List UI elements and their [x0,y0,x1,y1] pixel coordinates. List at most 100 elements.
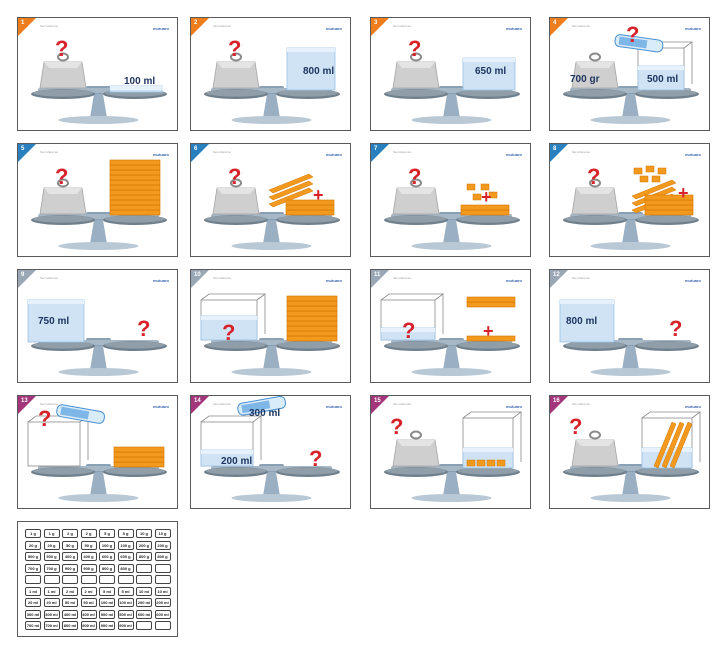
cutout-label[interactable]: 10 g [154,529,171,538]
cutout-label[interactable] [154,575,171,584]
cutout-label[interactable]: 10 ml [154,586,171,596]
cutout-label[interactable] [154,621,171,630]
cutout-label[interactable]: 1 g [43,529,60,538]
cutout-label[interactable] [99,575,115,584]
card-caption: Set reference [40,150,59,154]
cutout-label[interactable]: 50 g [62,540,78,550]
cutout-label[interactable]: 200 ml [154,598,171,607]
brand-logo: mutuaro [506,26,522,31]
cutout-label[interactable]: 600 ml [136,609,152,619]
cutout-label[interactable]: 900 g [62,563,78,573]
cutout-label[interactable]: 500 ml [99,609,115,619]
cutout-label[interactable]: 900 ml [99,621,115,630]
cutout-label[interactable]: 700 ml [25,621,41,630]
cutout-label[interactable]: 300 ml [25,609,41,619]
cutout-label[interactable] [136,575,152,584]
cutout-label[interactable]: 500 ml [117,609,134,619]
scale-base [58,368,139,376]
cutout-label[interactable]: 700 g [43,563,60,573]
cutout-label[interactable]: 500 g [43,552,60,561]
card-caption: Set reference [213,276,232,280]
cutout-label[interactable] [136,563,152,573]
cutout-label[interactable]: 50 g [80,540,97,550]
cutout-label[interactable]: 800 g [154,552,171,561]
cutout-label[interactable]: 1 g [25,529,41,538]
cutout-label[interactable]: 400 ml [62,609,78,619]
cutout-label[interactable]: 800 g [136,552,152,561]
cutout-label[interactable]: 20 ml [25,598,41,607]
right-pan-top [458,215,518,223]
cutout-label[interactable]: 50 ml [80,598,97,607]
orange-cube [466,183,476,191]
cutout-label[interactable]: 900 g [80,563,97,573]
cutout-label[interactable]: 200 g [136,540,152,550]
cutout-label[interactable] [25,575,41,584]
cutout-label[interactable] [80,575,97,584]
cutout-label[interactable]: 700 ml [43,621,60,630]
cutout-label[interactable]: 2 g [62,529,78,538]
cutout-label[interactable]: 900 ml [117,621,134,630]
cutout-label[interactable] [117,575,134,584]
cutout-label[interactable]: 10 ml [136,586,152,596]
cutout-label[interactable]: 100 g [117,540,134,550]
cutout-label[interactable]: 400 g [62,552,78,561]
plus-sign: + [313,185,324,205]
right-pan-top [278,467,338,475]
cutout-label[interactable]: 20 ml [43,598,60,607]
cutout-label[interactable]: 5 g [99,529,115,538]
cutout-label[interactable]: 5 g [117,529,134,538]
cutout-label[interactable]: 5 ml [117,586,134,596]
cutout-label[interactable]: 400 ml [80,609,97,619]
cutout-label[interactable]: 50 ml [62,598,78,607]
cutout-label[interactable]: 800 ml [62,621,78,630]
cutout-label[interactable]: 20 g [43,540,60,550]
weight-handle [57,178,69,188]
cutout-label[interactable]: 200 g [154,540,171,550]
weight-block [392,178,440,215]
cutout-label[interactable] [43,575,60,584]
cutout-label[interactable]: 300 ml [43,609,60,619]
cutout-label[interactable]: 1 ml [43,586,60,596]
cutout-label[interactable]: 5 ml [99,586,115,596]
cutout-label[interactable]: 2 ml [80,586,97,596]
cutout-label[interactable]: 800 g [117,563,134,573]
cutout-label[interactable]: 10 g [136,529,152,538]
cutout-label[interactable]: 1 ml [25,586,41,596]
cutout-label[interactable] [154,563,171,573]
cutout-label[interactable]: 2 g [80,529,97,538]
cutout-label[interactable] [136,621,152,630]
cutout-label[interactable]: 800 ml [80,621,97,630]
cutout-label[interactable]: 600 g [117,552,134,561]
cutout-label[interactable]: 100 g [99,540,115,550]
cutout-label[interactable]: 700 g [25,563,41,573]
cutout-label[interactable]: 100 ml [117,598,134,607]
cutout-label[interactable]: 100 ml [99,598,115,607]
cutout-label[interactable]: 2 ml [62,586,78,596]
cutout-label[interactable]: 600 g [99,552,115,561]
glass-container-top [380,293,445,301]
cutout-label[interactable]: 400 g [80,552,97,561]
brand-logo: mutuaro [153,26,169,31]
cutout-label[interactable] [62,575,78,584]
cutout-label[interactable]: 20 g [25,540,41,550]
cutout-label[interactable]: 500 g [25,552,41,561]
cutout-label[interactable]: 600 ml [154,609,171,619]
cutout-label[interactable]: 200 ml [136,598,152,607]
cutout-label[interactable]: 800 g [99,563,115,573]
